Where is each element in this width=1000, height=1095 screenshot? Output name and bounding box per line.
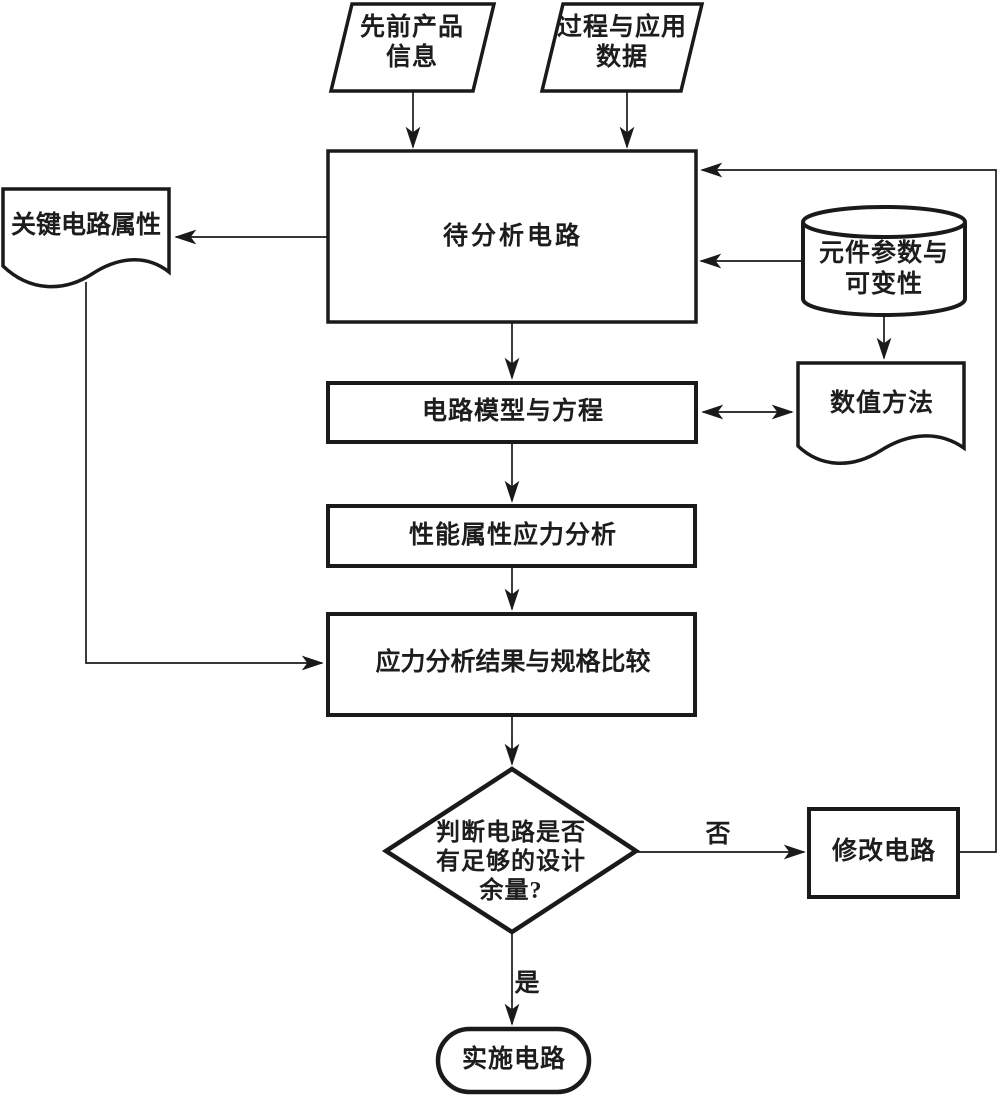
label-line: 数据 (595, 44, 648, 71)
modify-circuit-shape (807, 807, 960, 899)
label-line: 有足够的设计 (436, 849, 586, 875)
key-circuit-attributes-label: 关键电路属性 (10, 212, 161, 239)
label-line: 元件参数与 (818, 240, 949, 267)
label-line: 先前产品 (359, 14, 464, 41)
circuit-under-analysis-shape (326, 149, 698, 324)
edge-label-yes: 是 (514, 970, 540, 997)
arrow-modify-feedback-to-circuit (700, 162, 997, 853)
numerical-methods-shape (796, 361, 966, 465)
numerical-methods-label: 数值方法 (829, 390, 934, 417)
design-margin-decision-shape (381, 766, 641, 935)
circuit-model-equations-shape (326, 381, 698, 444)
prev-product-info-label: 先前产品 信息 (332, 13, 492, 73)
key-circuit-attributes-shape (1, 187, 171, 289)
performance-stress-analysis-shape (326, 504, 697, 568)
design-margin-decision-label: 判断电路是否 有足够的设计 余量? (401, 819, 621, 906)
stress-result-spec-comparison-label: 应力分析结果与规格比较 (375, 649, 651, 676)
process-app-data-label: 过程与应用 数据 (542, 13, 702, 73)
circuit-under-analysis-label: 待分析电路 (442, 223, 583, 250)
label-line: 可变性 (844, 271, 923, 298)
component-parameters-cylinder-top (801, 205, 967, 239)
label-line: 余量? (479, 878, 543, 904)
prev-product-info-shape (328, 2, 497, 93)
label-line: 过程与应用 (556, 14, 687, 41)
modify-circuit-label: 修改电路 (831, 838, 936, 865)
label-line: 信息 (385, 44, 438, 71)
component-parameters-label: 元件参数与 可变性 (804, 238, 964, 300)
process-app-data-shape (539, 2, 705, 93)
implement-circuit-label: 实施电路 (461, 1046, 566, 1073)
implement-circuit-shape (435, 1026, 592, 1095)
performance-stress-analysis-label: 性能属性应力分析 (408, 522, 617, 549)
circuit-model-equations-label: 电路模型与方程 (421, 398, 604, 425)
edge-label-no: 否 (705, 821, 731, 848)
arrow-key-attributes-to-comparison (85, 282, 324, 671)
label-line: 判断电路是否 (436, 820, 586, 846)
stress-result-spec-comparison-shape (326, 612, 697, 717)
